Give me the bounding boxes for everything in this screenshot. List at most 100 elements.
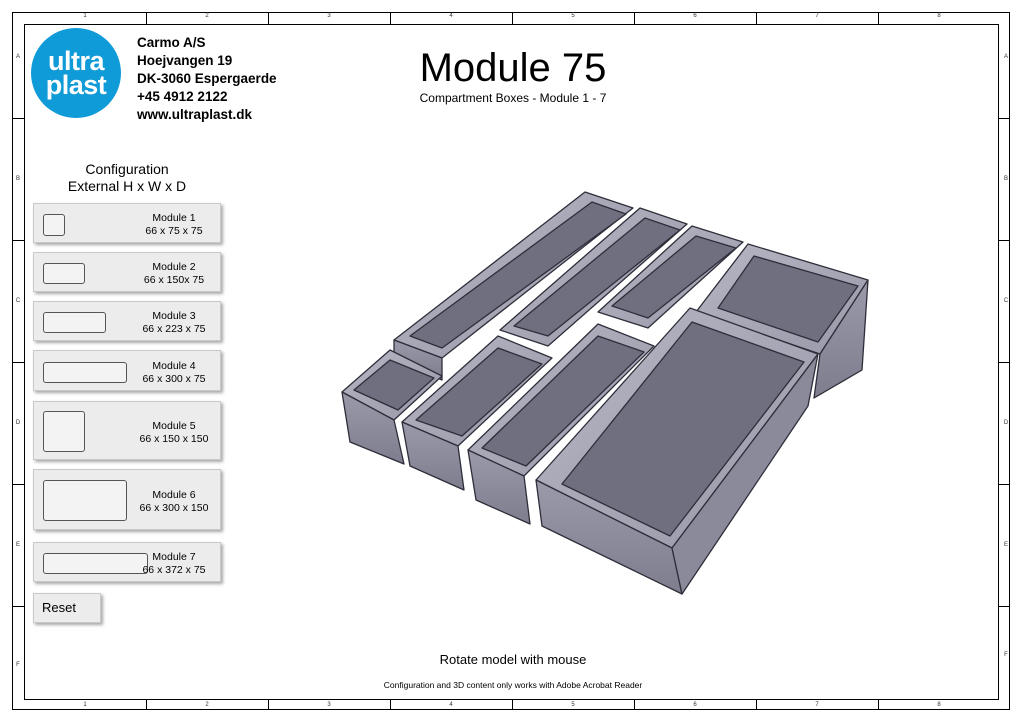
zone-tick	[390, 12, 391, 24]
module-label: Module 2	[152, 261, 196, 273]
box-front-3	[467, 323, 655, 525]
module-label: Module 4	[152, 360, 196, 372]
module-3-button[interactable]: Module 3 66 x 223 x 75	[33, 301, 221, 341]
module-4-button[interactable]: Module 4 66 x 300 x 75	[33, 350, 221, 391]
module-dims: 66 x 372 x 75	[142, 564, 206, 576]
zone-col-label: 1	[83, 13, 87, 19]
module-7-shape-icon	[43, 553, 148, 574]
module-2-button[interactable]: Module 2 66 x 150x 75	[33, 252, 221, 292]
zone-row-label: E	[1003, 542, 1008, 548]
module-3-shape-icon	[43, 312, 106, 333]
zone-col-label: 5	[571, 13, 575, 19]
company-phone: +45 4912 2122	[137, 89, 228, 104]
zone-col-label: 3	[327, 702, 331, 708]
rotate-hint: Rotate model with mouse	[439, 652, 587, 667]
module-dims: 66 x 300 x 75	[142, 373, 206, 385]
zone-tick	[512, 12, 513, 24]
logo-text-line2: plast	[45, 70, 107, 100]
module-label: Module 7	[152, 551, 196, 563]
configuration-title: Configuration	[85, 161, 169, 177]
zone-tick	[999, 362, 1010, 363]
zone-col-label: 6	[693, 702, 697, 708]
zone-tick	[878, 699, 879, 710]
zone-tick	[634, 699, 635, 710]
zone-tick	[512, 699, 513, 710]
zone-tick	[999, 606, 1010, 607]
zone-col-label: 3	[327, 13, 331, 19]
company-street: Hoejvangen 19	[137, 53, 233, 68]
module-label: Module 3	[152, 310, 196, 322]
module-1-button[interactable]: Module 1 66 x 75 x 75	[33, 203, 221, 243]
zone-tick	[756, 12, 757, 24]
module-5-button[interactable]: Module 5 66 x 150 x 150	[33, 401, 221, 460]
module-7-button[interactable]: Module 7 66 x 372 x 75	[33, 542, 221, 582]
module-6-text: Module 6 66 x 300 x 150	[134, 489, 214, 515]
logo-text-line1: ultra	[47, 45, 105, 76]
page-subtitle: Compartment Boxes - Module 1 - 7	[419, 91, 607, 105]
zone-row-label: F	[16, 662, 20, 668]
zone-tick	[12, 484, 24, 485]
module-1-shape-icon	[43, 214, 65, 236]
box-front-small	[341, 349, 443, 465]
zone-row-label: C	[15, 298, 21, 304]
3d-model-viewer[interactable]	[330, 180, 890, 600]
ultraplast-logo: ultra plast	[31, 28, 121, 118]
module-4-text: Module 4 66 x 300 x 75	[134, 360, 214, 386]
module-5-shape-icon	[43, 411, 85, 452]
zone-col-label: 5	[571, 702, 575, 708]
module-1-text: Module 1 66 x 75 x 75	[134, 212, 214, 238]
zone-row-label: B	[1003, 176, 1008, 182]
module-label: Module 1	[152, 212, 196, 224]
zone-row-label: E	[15, 542, 20, 548]
zone-tick	[268, 699, 269, 710]
zone-col-label: 7	[815, 702, 819, 708]
module-dims: 66 x 300 x 150	[139, 502, 209, 514]
zone-tick	[999, 240, 1010, 241]
zone-col-label: 8	[937, 13, 941, 19]
zone-tick	[634, 12, 635, 24]
zone-tick	[12, 606, 24, 607]
module-label: Module 6	[152, 489, 196, 501]
zone-tick	[12, 240, 24, 241]
zone-col-label: 4	[449, 13, 453, 19]
zone-tick	[878, 12, 879, 24]
zone-tick	[146, 699, 147, 710]
module-7-text: Module 7 66 x 372 x 75	[134, 551, 214, 577]
zone-col-label: 2	[205, 13, 209, 19]
module-dims: 66 x 223 x 75	[142, 323, 206, 335]
module-2-text: Module 2 66 x 150x 75	[134, 261, 214, 287]
zone-row-label: D	[1003, 420, 1009, 426]
acrobat-note: Configuration and 3D content only works …	[383, 680, 643, 690]
company-info: Carmo A/S Hoejvangen 19 DK-3060 Espergae…	[137, 34, 277, 124]
drawing-frame-inner	[24, 24, 999, 700]
zone-col-label: 1	[83, 702, 87, 708]
module-4-shape-icon	[43, 362, 127, 383]
configuration-heading: Configuration External H x W x D	[50, 161, 204, 195]
company-city: DK-3060 Espergaerde	[137, 71, 277, 86]
zone-col-label: 2	[205, 702, 209, 708]
box-back-2	[499, 207, 688, 347]
zone-tick	[999, 484, 1010, 485]
module-5-text: Module 5 66 x 150 x 150	[134, 420, 214, 446]
company-website: www.ultraplast.dk	[137, 107, 253, 122]
zone-tick	[146, 12, 147, 24]
reset-button[interactable]: Reset	[33, 593, 101, 623]
module-6-shape-icon	[43, 480, 127, 521]
module-dims: 66 x 150 x 150	[139, 433, 209, 445]
zone-tick	[756, 699, 757, 710]
page-title: Module 75	[419, 46, 607, 90]
zone-row-label: A	[1003, 54, 1008, 60]
module-6-button[interactable]: Module 6 66 x 300 x 150	[33, 469, 221, 530]
zone-col-label: 6	[693, 13, 697, 19]
compartment-boxes-model	[341, 191, 869, 595]
zone-tick	[999, 118, 1010, 119]
module-dims: 66 x 150x 75	[143, 274, 205, 286]
zone-row-label: D	[15, 420, 21, 426]
box-back-3	[597, 225, 744, 329]
zone-col-label: 8	[937, 702, 941, 708]
drawing-frame-outer	[12, 12, 1010, 710]
zone-row-label: C	[1003, 298, 1009, 304]
configuration-units: External H x W x D	[67, 178, 187, 194]
zone-tick	[12, 118, 24, 119]
zone-col-label: 7	[815, 13, 819, 19]
